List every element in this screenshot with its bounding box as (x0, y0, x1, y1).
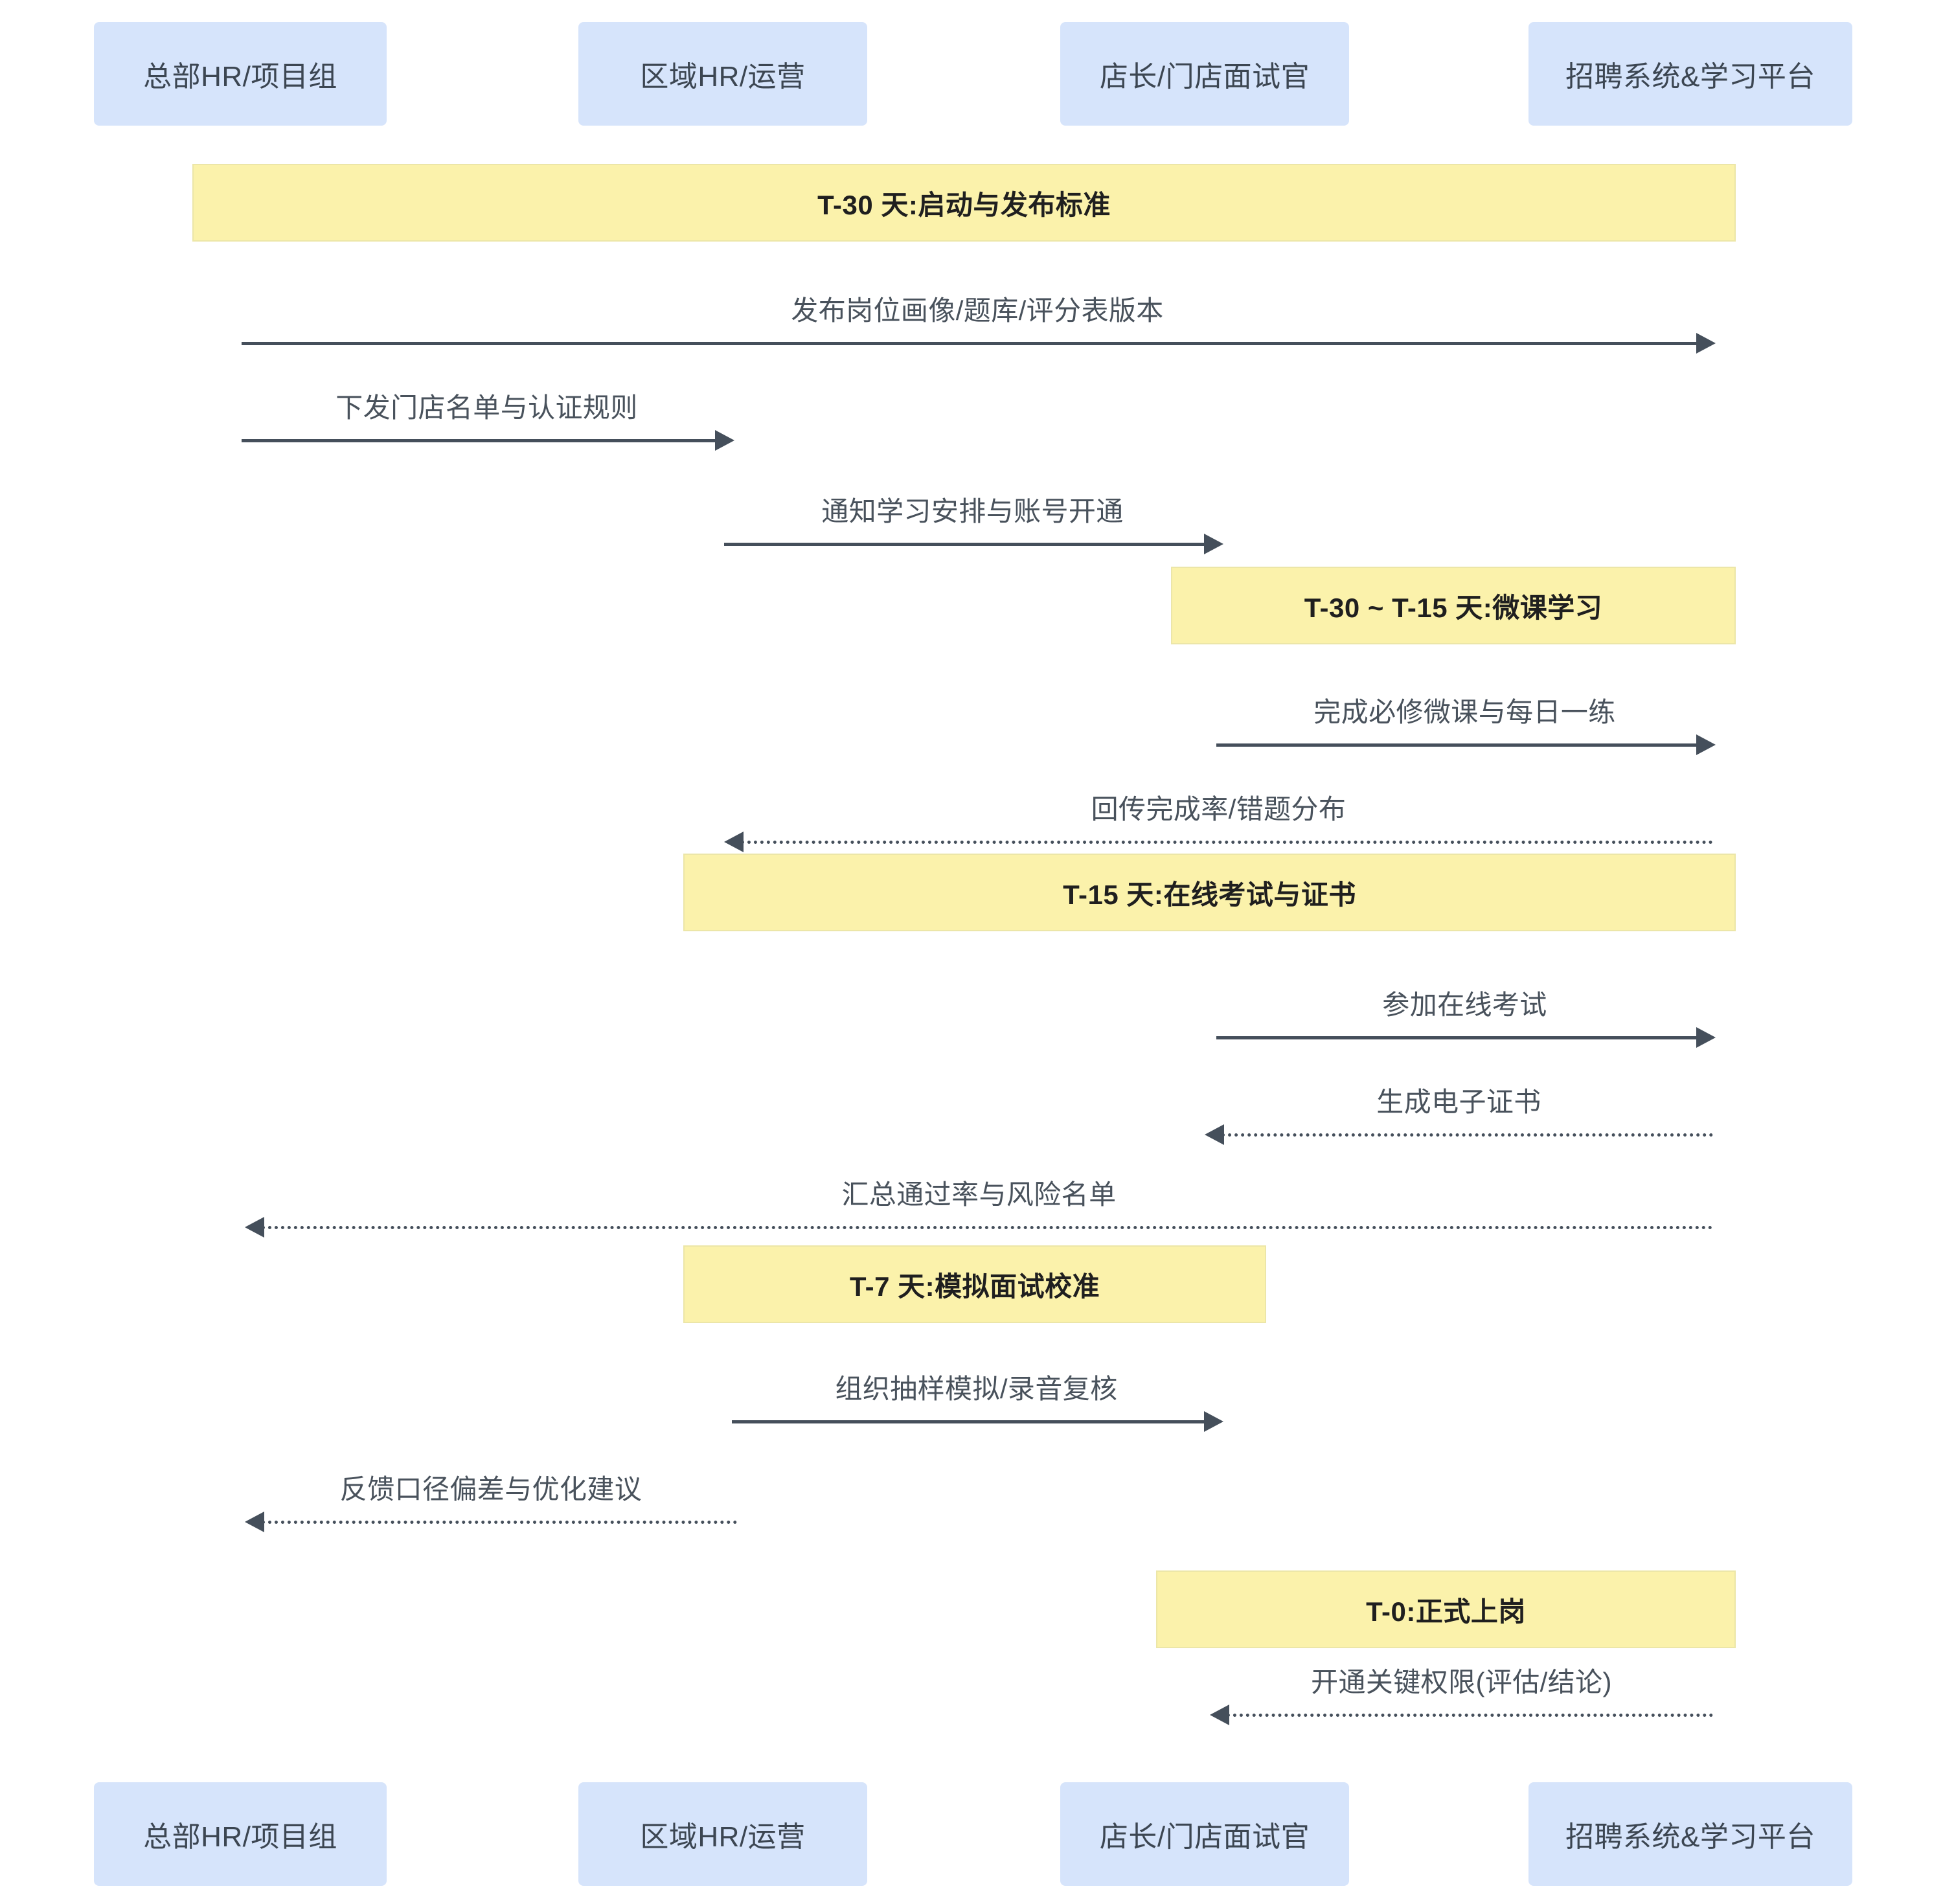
msg-generate-certificate-line (1221, 1133, 1713, 1137)
msg-complete-microcourse-line (1216, 743, 1696, 747)
msg-summary-pass-rate-line (262, 1226, 1713, 1229)
msg-complete-microcourse-arrowhead-icon (1696, 734, 1716, 755)
msg-return-completion-rate-line (741, 841, 1713, 844)
participant-region-bottom[interactable]: 区域HR/运营 (578, 1782, 867, 1886)
participant-label: 总部HR/项目组 (143, 61, 337, 93)
participant-hq-top[interactable]: 总部HR/项目组 (94, 22, 387, 126)
msg-notify-learning-arrowhead-icon (1204, 534, 1223, 554)
lifeline-region (722, 126, 723, 1782)
note-t30: T-30 天:启动与发布标准 (192, 164, 1736, 242)
msg-notify-learning-line (724, 543, 1204, 546)
msg-feedback-deviation-arrowhead-icon (245, 1512, 264, 1532)
participant-store-bottom[interactable]: 店长/门店面试官 (1060, 1782, 1349, 1886)
lifeline-hq (240, 126, 241, 1782)
msg-notify-learning-label: 通知学习安排与账号开通 (821, 496, 1124, 527)
msg-summary-pass-rate-label: 汇总通过率与风险名单 (841, 1179, 1117, 1210)
msg-complete-microcourse-label: 完成必修微课与每日一练 (1313, 697, 1616, 727)
lifeline-system (1690, 126, 1691, 1782)
participant-system-bottom[interactable]: 招聘系统&学习平台 (1528, 1782, 1852, 1886)
note-text: T-0:正式上岗 (1366, 1596, 1526, 1627)
msg-open-permissions-label: 开通关键权限(评估/结论) (1311, 1667, 1612, 1697)
note-t7: T-7 天:模拟面试校准 (683, 1245, 1266, 1323)
participant-hq-bottom[interactable]: 总部HR/项目组 (94, 1782, 387, 1886)
msg-publish-standards-line (242, 342, 1696, 345)
participant-label: 总部HR/项目组 (143, 1821, 337, 1853)
note-text: T-30 天:启动与发布标准 (817, 189, 1111, 220)
msg-publish-standards-label: 发布岗位画像/题库/评分表版本 (791, 295, 1164, 326)
msg-return-completion-rate-arrowhead-icon (724, 832, 744, 852)
note-text: T-15 天:在线考试与证书 (1063, 879, 1356, 910)
msg-take-online-exam-line (1216, 1036, 1696, 1039)
msg-store-list-rules-line (242, 439, 715, 442)
note-t30-t15: T-30 ~ T-15 天:微课学习 (1171, 567, 1736, 644)
lifeline-store (1204, 126, 1205, 1782)
msg-store-list-rules-label: 下发门店名单与认证规则 (335, 392, 638, 423)
msg-generate-certificate-label: 生成电子证书 (1376, 1087, 1541, 1117)
msg-summary-pass-rate-arrowhead-icon (245, 1217, 264, 1238)
msg-open-permissions-line (1227, 1714, 1713, 1717)
participant-label: 招聘系统&学习平台 (1565, 1821, 1815, 1853)
note-t0: T-0:正式上岗 (1156, 1570, 1736, 1648)
participant-store-top[interactable]: 店长/门店面试官 (1060, 22, 1349, 126)
participant-label: 店长/门店面试官 (1099, 61, 1310, 93)
participant-label: 区域HR/运营 (640, 1821, 806, 1853)
participant-label: 店长/门店面试官 (1099, 1821, 1310, 1853)
msg-organize-mock-line (732, 1420, 1204, 1423)
msg-open-permissions-arrowhead-icon (1210, 1705, 1229, 1725)
msg-store-list-rules-arrowhead-icon (715, 430, 734, 451)
msg-publish-standards-arrowhead-icon (1696, 333, 1716, 354)
msg-feedback-deviation-label: 反馈口径偏差与优化建议 (339, 1474, 642, 1504)
note-text: T-7 天:模拟面试校准 (849, 1271, 1100, 1302)
msg-feedback-deviation-line (262, 1521, 737, 1524)
participant-system-top[interactable]: 招聘系统&学习平台 (1528, 22, 1852, 126)
msg-take-online-exam-arrowhead-icon (1696, 1027, 1716, 1048)
msg-return-completion-rate-label: 回传完成率/错题分布 (1091, 794, 1346, 824)
note-t15: T-15 天:在线考试与证书 (683, 854, 1736, 931)
msg-organize-mock-arrowhead-icon (1204, 1411, 1223, 1432)
participant-label: 区域HR/运营 (640, 61, 806, 93)
msg-take-online-exam-label: 参加在线考试 (1382, 990, 1547, 1020)
participant-region-top[interactable]: 区域HR/运营 (578, 22, 867, 126)
participant-label: 招聘系统&学习平台 (1565, 61, 1815, 93)
msg-generate-certificate-arrowhead-icon (1205, 1124, 1224, 1145)
note-text: T-30 ~ T-15 天:微课学习 (1304, 592, 1603, 623)
msg-organize-mock-label: 组织抽样模拟/录音复核 (835, 1374, 1118, 1404)
